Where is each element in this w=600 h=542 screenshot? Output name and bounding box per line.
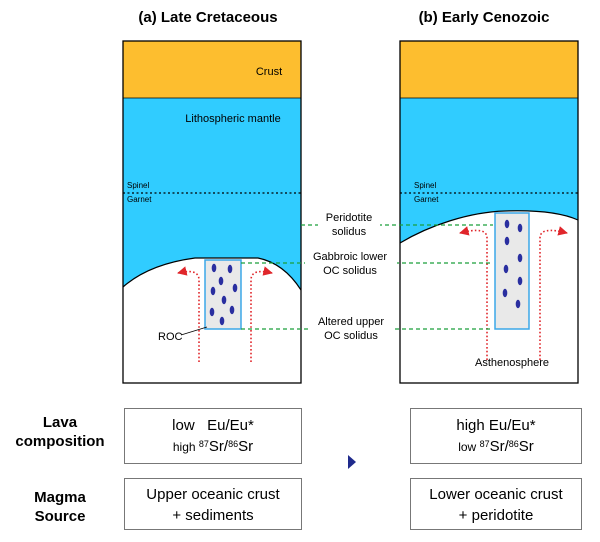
magma-label-line1: Magma	[34, 489, 86, 506]
lava-b-euratio: high Eu/Eu*	[456, 417, 536, 434]
lava-a-sr-post: Sr	[238, 438, 254, 455]
panel-a-flow-arrow-right	[250, 266, 273, 362]
peridotite-solidus-label-line2: solidus	[332, 226, 367, 238]
lava-a-euratio: low Eu/Eu*	[172, 417, 254, 434]
lava-composition-label: Lava composition	[2, 413, 118, 451]
panel-b-flow-arrow-left	[459, 226, 488, 360]
melt-dot	[515, 299, 521, 309]
peridotite-solidus-label-line1: Peridotite	[326, 212, 372, 224]
solidus-labels: Peridotite solidus Gabbroic lower OC sol…	[305, 209, 397, 343]
lava-label-line1: Lava	[42, 414, 78, 431]
magma-source-b-box: Lower oceanic crust + peridotite	[410, 478, 582, 530]
lava-a-srratio: high 87Sr/86Sr	[125, 436, 301, 458]
magma-a-line1: Upper oceanic crust	[146, 486, 280, 503]
roc-leader-line	[180, 326, 208, 336]
panel-a-garnet-label: Garnet	[127, 195, 152, 204]
melt-dot	[517, 253, 523, 263]
panel-a: Crust Lithospheric mantle Spinel Garnet …	[122, 40, 302, 384]
altered-solidus-label-line1: Altered upper	[318, 316, 384, 328]
altered-solidus-label-line2: OC solidus	[324, 330, 378, 342]
panel-b-spinel-label: Spinel	[414, 181, 436, 190]
gabbroic-solidus-label-line1: Gabbroic lower	[313, 251, 387, 263]
lava-b-sr87: 87	[479, 439, 490, 449]
panel-a-lab-boundary	[122, 257, 302, 291]
panel-a-mantle-label: Lithospheric mantle	[185, 113, 280, 125]
panel-b-melt-column	[494, 212, 530, 330]
panel-b-crust-layer	[400, 41, 578, 98]
magma-b-line2: + peridotite	[458, 507, 534, 524]
lava-b-sr-mid: Sr/	[489, 438, 509, 455]
melt-dot	[209, 307, 215, 317]
lava-b-sr-prefix: low	[458, 440, 480, 454]
melt-dot	[502, 288, 508, 298]
panel-b-lab-boundary	[399, 210, 579, 244]
panel-b-flow-arrow-right	[539, 226, 568, 360]
lava-composition-a-box: low Eu/Eu* high 87Sr/86Sr	[124, 408, 302, 464]
panel-a-frame	[122, 40, 302, 384]
panel-b-frame	[399, 40, 579, 384]
melt-dot	[517, 276, 523, 286]
panel-a-spinel-label: Spinel	[127, 181, 149, 190]
melt-dot	[232, 283, 238, 293]
lava-composition-b-box: high Eu/Eu* low 87Sr/86Sr	[410, 408, 582, 464]
peridotite-label-bg	[318, 209, 380, 239]
panel-a-crust-label: Crust	[256, 66, 282, 78]
lava-b-sr-post: Sr	[518, 438, 534, 455]
panel-b-garnet-label: Garnet	[414, 195, 439, 204]
melt-dot	[210, 286, 216, 296]
melt-dot	[227, 264, 233, 274]
magma-source-a-box: Upper oceanic crust + sediments	[124, 478, 302, 530]
lava-b-srratio: low 87Sr/86Sr	[411, 436, 581, 458]
panel-a-flow-arrow-left	[177, 266, 200, 362]
gabbroic-solidus-label-line2: OC solidus	[323, 265, 377, 277]
melt-dot	[221, 295, 227, 305]
asthenosphere-label: Asthenosphere	[475, 357, 549, 369]
panel-b-asthenosphere-area	[400, 210, 578, 383]
panel-a-crust-layer	[123, 41, 301, 98]
panel-b-melt-dots	[502, 219, 523, 309]
gabbroic-label-bg	[305, 248, 397, 278]
lava-label-line2: composition	[15, 433, 105, 450]
melt-dot	[211, 263, 217, 273]
lava-a-sr86: 86	[228, 439, 239, 449]
melt-dot	[504, 236, 510, 246]
lava-a-sr87: 87	[198, 439, 209, 449]
melt-dot	[517, 223, 523, 233]
panel-b-title: (b) Early Cenozoic	[419, 9, 550, 26]
panel-a-title: (a) Late Cretaceous	[138, 9, 277, 26]
lava-a-sr-mid: Sr/	[208, 438, 229, 455]
magma-a-line2: + sediments	[172, 507, 254, 524]
melt-dot	[503, 264, 509, 274]
altered-label-bg	[310, 313, 392, 343]
melt-dot	[219, 316, 225, 326]
magma-label-line2: Source	[34, 508, 86, 525]
lava-a-sr-prefix: high	[172, 440, 199, 454]
melt-dot	[218, 276, 224, 286]
lava-b-sr86: 86	[508, 439, 519, 449]
panel-b: Spinel Garnet Asthenosphere	[399, 40, 579, 384]
panel-a-melt-dots	[209, 263, 238, 326]
transition-arrow-icon	[348, 455, 356, 469]
melt-dot	[504, 219, 510, 229]
melt-dot	[229, 305, 235, 315]
magma-source-label: Magma Source	[2, 488, 118, 526]
roc-label: ROC	[158, 331, 183, 343]
magma-b-line1: Lower oceanic crust	[429, 486, 563, 503]
